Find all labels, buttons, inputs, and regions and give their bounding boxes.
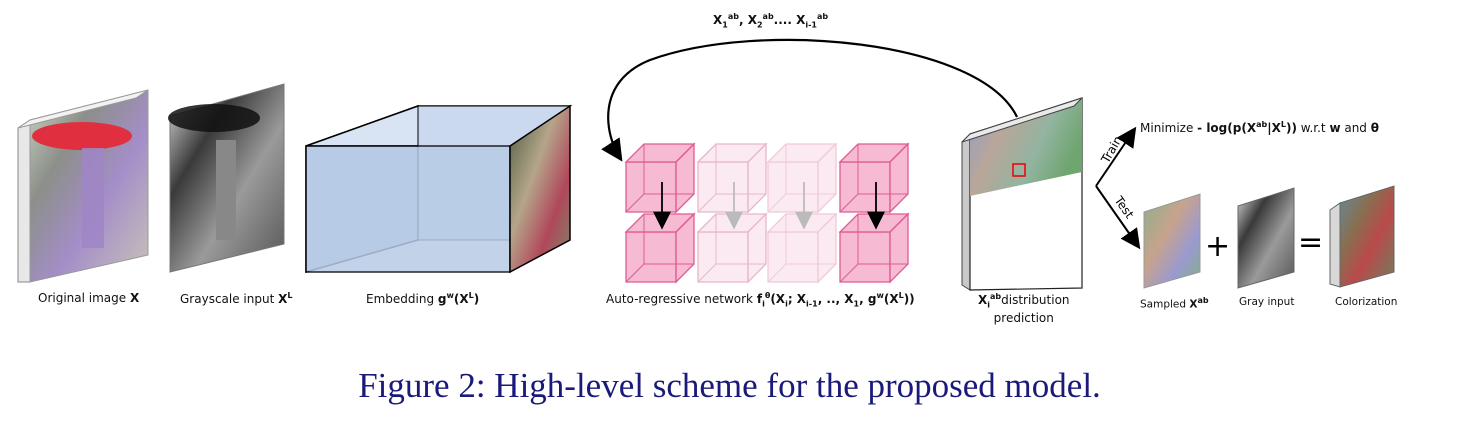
distribution-label: Xiabdistribution prediction (978, 292, 1070, 326)
ar-cube-first-bottom (624, 212, 696, 284)
ar-cube-first-top (624, 142, 696, 214)
gray-input-panel (1237, 187, 1295, 289)
gray-input-label: Gray input (1239, 296, 1295, 308)
embedding-cube (305, 104, 573, 274)
autoregressive-label: Auto-regressive network fiθ(Xi; Xi-1, ..… (606, 291, 915, 309)
embedding-label: Embedding gw(XL) (366, 291, 480, 306)
grayscale-input-panel (168, 83, 285, 273)
sampled-xab-label: Sampled Xab (1140, 296, 1209, 311)
minimize-label: Minimize - log(p(Xab|XL)) w.r.t w and θ (1140, 120, 1379, 135)
ar-cube-last-bottom (838, 212, 910, 284)
grayscale-input-label: Grayscale input XL (180, 291, 293, 306)
ar-cube-faded-2-top (766, 142, 838, 214)
distribution-panel (961, 97, 1083, 291)
ar-cube-faded-2-bottom (766, 212, 838, 284)
current-pixel-marker (1012, 163, 1026, 177)
ar-cube-last-top (838, 142, 910, 214)
figure-caption: Figure 2: High-level scheme for the prop… (358, 366, 1101, 405)
ar-cube-faded-1-top (696, 142, 768, 214)
test-label: Test (1111, 193, 1137, 221)
autoregressive-network (624, 142, 910, 284)
colorization-label: Colorization (1335, 296, 1398, 308)
previous-pixels-label: X1ab, X2ab.... Xi-1ab (713, 12, 829, 30)
ar-cube-faded-1-bottom (696, 212, 768, 284)
original-image-label: Original image X (38, 291, 140, 305)
original-image-panel (17, 89, 149, 283)
colorization-panel (1329, 185, 1395, 288)
plus-sign: + (1205, 229, 1230, 264)
red-umbrella-shape (32, 122, 132, 150)
equals-sign: = (1298, 225, 1323, 260)
feedback-arrow (601, 38, 1018, 162)
test-arrow (1095, 185, 1141, 250)
sampled-xab-panel (1143, 193, 1201, 289)
train-arrow (1095, 126, 1137, 187)
